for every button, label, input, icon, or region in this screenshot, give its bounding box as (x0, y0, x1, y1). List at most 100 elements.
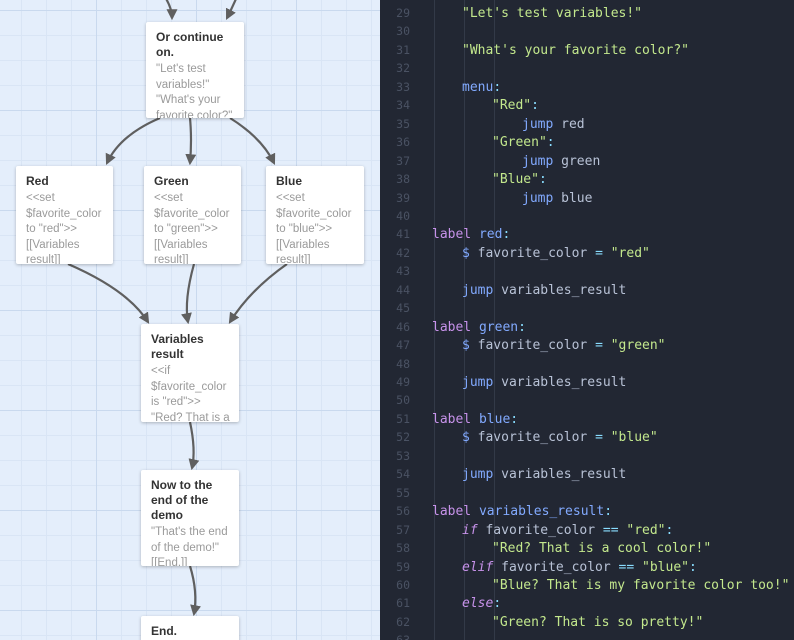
passage-title: Or continue on. (156, 30, 224, 59)
indent-guide (464, 0, 465, 640)
code-token: = (595, 430, 603, 446)
code-token: favorite_color (469, 430, 596, 446)
line-number: 37 (396, 153, 410, 168)
code-line: 29"Let's test variables!" (380, 4, 790, 22)
code-token: variables_result (493, 282, 627, 298)
line-number: 57 (396, 522, 410, 537)
code-line: 55 (380, 484, 790, 502)
code-line: 54 jump variables_result (380, 465, 790, 483)
line-number: 49 (396, 375, 410, 389)
code-token: "blue" (610, 430, 658, 446)
code-line: 60"Blue? That is my favorite color too!" (380, 576, 790, 594)
code-token: label (432, 319, 472, 335)
passage-title: Blue (276, 174, 303, 188)
code-token: : (493, 596, 502, 612)
code-line: 42$ favorite_color = "red" (380, 244, 790, 262)
code-token: blue (471, 411, 511, 427)
code-line: 53 (380, 447, 790, 465)
line-number: 59 (396, 559, 410, 574)
code-token: if (462, 522, 478, 538)
line-number: 45 (396, 301, 410, 316)
code-token: "Blue" (492, 172, 539, 188)
code-token: variables_result (493, 375, 627, 390)
line-number: 48 (396, 356, 410, 371)
passage-card-variables-result[interactable]: Variables result<<if $favorite_color is … (141, 324, 239, 422)
line-number: 36 (396, 135, 410, 150)
passage-excerpt: "That's the end of the demo!" [[End.]] (151, 526, 228, 566)
code-token: "Blue? That is my favorite color too!" (492, 577, 790, 593)
code-line: 50 (380, 391, 790, 409)
code-token: "red" (610, 245, 650, 261)
line-number: 47 (396, 338, 410, 353)
code-token: "Green? That is so pretty!" (492, 614, 704, 630)
code-line: 45 (380, 299, 790, 317)
passage-card-or-continue[interactable]: Or continue on. "Let's test variables!" "… (146, 22, 244, 118)
code-token: favorite_color (469, 245, 596, 261)
line-number: 53 (396, 448, 410, 463)
code-line: 63 (380, 631, 790, 640)
line-number: 50 (396, 393, 410, 408)
code-line: 38"Blue": (380, 170, 790, 188)
code-token (603, 246, 611, 261)
code-token: red (471, 227, 503, 243)
code-token: jump (522, 190, 554, 206)
code-line: 47$ favorite_color = "green" (380, 336, 790, 354)
line-number: 43 (396, 264, 410, 279)
line-number: 58 (396, 541, 410, 556)
code-token: favorite_color (477, 522, 603, 538)
code-token: jump (462, 375, 494, 390)
passage-card-green[interactable]: Green<<set $favorite_color to "green">> … (144, 166, 241, 264)
line-number: 38 (396, 172, 410, 187)
link-arrow (105, 116, 161, 165)
code-token: label (432, 411, 472, 427)
code-token: : (665, 522, 674, 538)
code-line: 36"Green": (380, 133, 790, 151)
code-token: jump (522, 116, 554, 132)
line-number: 35 (396, 116, 410, 131)
code-line: 52$ favorite_color = "blue" (380, 428, 790, 446)
passage-excerpt: <<set $favorite_color to "red">> [[Varia… (26, 192, 102, 264)
code-token: "What's your favorite color?" (462, 42, 689, 58)
code-token: : (502, 227, 511, 243)
passage-card-red[interactable]: Red<<set $favorite_color to "red">> [[Va… (16, 166, 113, 264)
link-arrow (165, 0, 178, 21)
passage-excerpt: "Let's test variables!" "What's your fav… (156, 63, 233, 118)
passage-card-end[interactable]: End. (141, 616, 239, 640)
link-arrow (228, 263, 288, 324)
code-token: variables_result (471, 504, 605, 520)
code-line: 30 (380, 22, 790, 40)
passage-title: Green (154, 174, 189, 188)
code-token: : (604, 504, 613, 520)
link-arrow (185, 117, 197, 166)
code-token: jump (462, 467, 494, 483)
line-number: 55 (396, 485, 410, 500)
code-token: $ (462, 430, 470, 446)
line-number: 54 (396, 467, 410, 482)
code-token: red (553, 116, 585, 132)
code-token (603, 338, 611, 353)
code-token: variables_result (493, 467, 627, 483)
story-map[interactable]: Or continue on. "Let's test variables!" "… (0, 0, 380, 640)
code-token: : (689, 559, 697, 575)
code-token: "blue" (642, 559, 689, 575)
line-number: 32 (396, 61, 410, 76)
code-token: == (618, 559, 635, 575)
code-line: 49 jump variables_result (380, 373, 790, 391)
line-number: 30 (396, 24, 410, 39)
code-token: : (518, 319, 526, 335)
code-token: favorite_color (493, 559, 619, 575)
passage-card-blue[interactable]: Blue<<set $favorite_color to "blue">> [[… (266, 166, 364, 264)
line-number: 61 (396, 596, 410, 611)
code-token: "red" (626, 522, 666, 538)
passage-card-end-of-demo[interactable]: Now to the end of the demo"That's the en… (141, 470, 239, 566)
code-token: : (493, 79, 502, 95)
code-token: blue (553, 190, 593, 206)
code-token: label (432, 227, 472, 243)
